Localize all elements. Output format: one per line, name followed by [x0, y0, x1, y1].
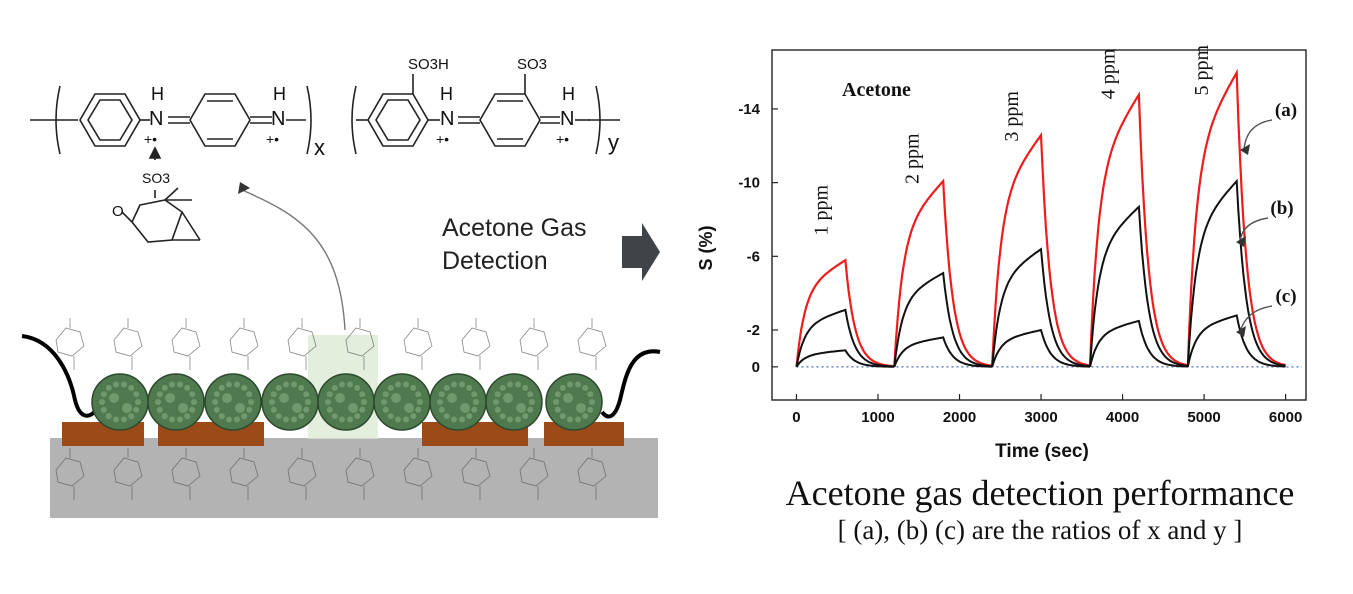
- chart-subcaption: [ (a), (b) (c) are the ratios of x and y…: [837, 515, 1243, 545]
- y-tick-label: -10: [738, 175, 760, 192]
- x-tick-label: 1000: [861, 409, 894, 426]
- block-arrow-icon: [622, 223, 660, 281]
- arrow-label-line-1: Acetone Gas: [442, 214, 587, 242]
- series-label: (b): [1270, 198, 1293, 219]
- sensor-scheme: H N H N H N H N x y SO3H SO3 SO3 O +• +•…: [21, 56, 661, 518]
- h-label-1: H: [151, 84, 164, 104]
- h-label-3: H: [440, 84, 453, 104]
- oxygen-label: O: [112, 203, 124, 220]
- x-tick-label: 2000: [943, 409, 976, 426]
- chart-title: Acetone: [842, 79, 911, 101]
- substrate: [50, 438, 658, 518]
- polymer-formula: [30, 74, 620, 243]
- x-tick-label: 6000: [1269, 409, 1302, 426]
- svg-text:+•: +•: [266, 131, 279, 147]
- series-label: (c): [1275, 286, 1296, 307]
- subscript-y: y: [608, 130, 619, 155]
- h-label-4: H: [562, 84, 575, 104]
- concentration-label: 4 ppm: [1097, 48, 1119, 99]
- series-line: [795, 68, 1286, 368]
- svg-text:+•: +•: [436, 131, 449, 147]
- plot-frame: [771, 49, 1307, 401]
- y-tick-label: 0: [752, 359, 760, 376]
- x-tick-label: 3000: [1024, 409, 1057, 426]
- concentration-label: 1 ppm: [810, 185, 832, 236]
- series-label: (a): [1275, 100, 1297, 121]
- arrow-label: Acetone Gas Detection: [442, 212, 587, 278]
- subscript-x: x: [314, 135, 325, 160]
- x-tick-label: 5000: [1187, 409, 1220, 426]
- svg-text:+•: +•: [144, 131, 157, 147]
- y-tick-label: -2: [747, 322, 760, 339]
- n-label-1: N: [149, 108, 163, 130]
- arrow-label-line-2: Detection: [442, 247, 548, 275]
- h-label-2: H: [273, 84, 286, 104]
- x-axis-label: Time (sec): [995, 441, 1089, 462]
- series-line: [795, 314, 1286, 368]
- n-label-2: N: [271, 108, 285, 130]
- so3-anion-label: SO3: [517, 56, 547, 73]
- left-wire: [21, 334, 98, 418]
- y-tick-label: -6: [747, 248, 760, 265]
- formula-labels: H N H N H N H N x y SO3H SO3 SO3 O +• +•…: [112, 56, 619, 220]
- y-tick-label: -14: [738, 101, 760, 118]
- y-axis-label: S (%): [696, 225, 716, 270]
- svg-text:+•: +•: [556, 131, 569, 147]
- so3-anion-label-2: SO3: [142, 170, 170, 186]
- pointer-arrow: [1239, 305, 1273, 333]
- concentration-label: 2 ppm: [902, 133, 924, 184]
- right-wire: [600, 349, 661, 419]
- concentration-label: 3 ppm: [1001, 91, 1023, 142]
- curved-arrow-icon: [241, 189, 346, 331]
- series-line: [795, 178, 1286, 368]
- pointer-arrow: [1239, 217, 1269, 243]
- chart-caption: Acetone gas detection performance: [785, 473, 1295, 513]
- pointer-arrow: [1243, 119, 1273, 151]
- n-label-3: N: [440, 108, 454, 130]
- x-tick-label: 4000: [1106, 409, 1139, 426]
- so3h-label: SO3H: [408, 56, 449, 73]
- x-tick-label: 0: [792, 409, 800, 426]
- n-label-4: N: [560, 108, 574, 130]
- sensor-device: [21, 318, 661, 518]
- concentration-label: 5 ppm: [1191, 45, 1213, 96]
